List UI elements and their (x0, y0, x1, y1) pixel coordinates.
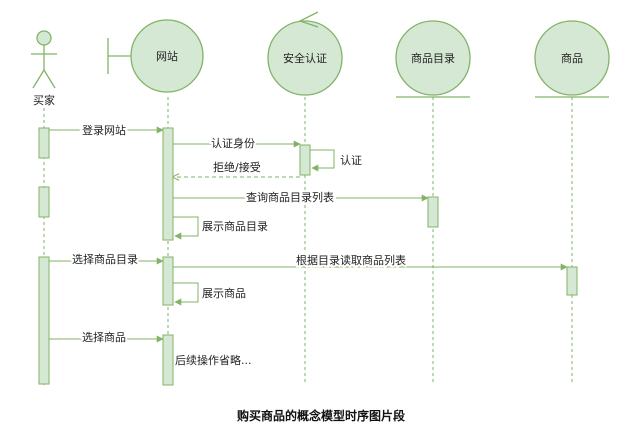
activation-product (566, 266, 578, 296)
control-security-label: 安全认证 (283, 51, 327, 65)
message-select-product-label: 选择商品 (82, 330, 126, 344)
message-reject-accept-label: 拒绝/接受 (213, 160, 261, 174)
activation-buyer-2 (38, 186, 50, 218)
note-subsequent-label: 后续操作省略... (175, 353, 252, 367)
message-show-product (173, 282, 199, 306)
entity-catalog-label: 商品目录 (411, 51, 455, 65)
entity-product (534, 20, 610, 98)
activation-website-2 (162, 256, 174, 306)
actor-buyer (31, 30, 57, 89)
message-auth-self (310, 149, 335, 172)
activation-buyer-3 (38, 256, 50, 385)
message-read-product-list-label: 根据目录读取商品列表 (296, 253, 406, 267)
figure-caption: 购买商品的概念模型时序图片段 (237, 408, 406, 423)
activation-website-3 (162, 334, 174, 386)
message-select-catalog-label: 选择商品目录 (72, 252, 138, 266)
message-query-catalog-label: 查询商品目录列表 (246, 190, 334, 204)
control-security (267, 11, 343, 96)
message-auth-identity-label: 认证身份 (211, 136, 255, 150)
entity-catalog (395, 20, 471, 98)
actor-head-icon (36, 30, 52, 46)
message-auth-self-label: 认证 (340, 154, 362, 167)
boundary-website-label: 网站 (156, 49, 178, 63)
activation-security (299, 144, 311, 176)
activation-buyer-1 (38, 127, 50, 159)
message-show-catalog (173, 216, 199, 240)
message-show-catalog-label: 展示商品目录 (202, 219, 268, 233)
activation-website-1 (162, 127, 174, 241)
entity-product-label: 商品 (561, 51, 583, 65)
activation-catalog (427, 196, 439, 228)
actor-buyer-label: 买家 (33, 93, 55, 107)
boundary-website (107, 19, 204, 93)
message-show-product-label: 展示商品 (202, 286, 246, 300)
message-login-label: 登录网站 (82, 123, 126, 137)
